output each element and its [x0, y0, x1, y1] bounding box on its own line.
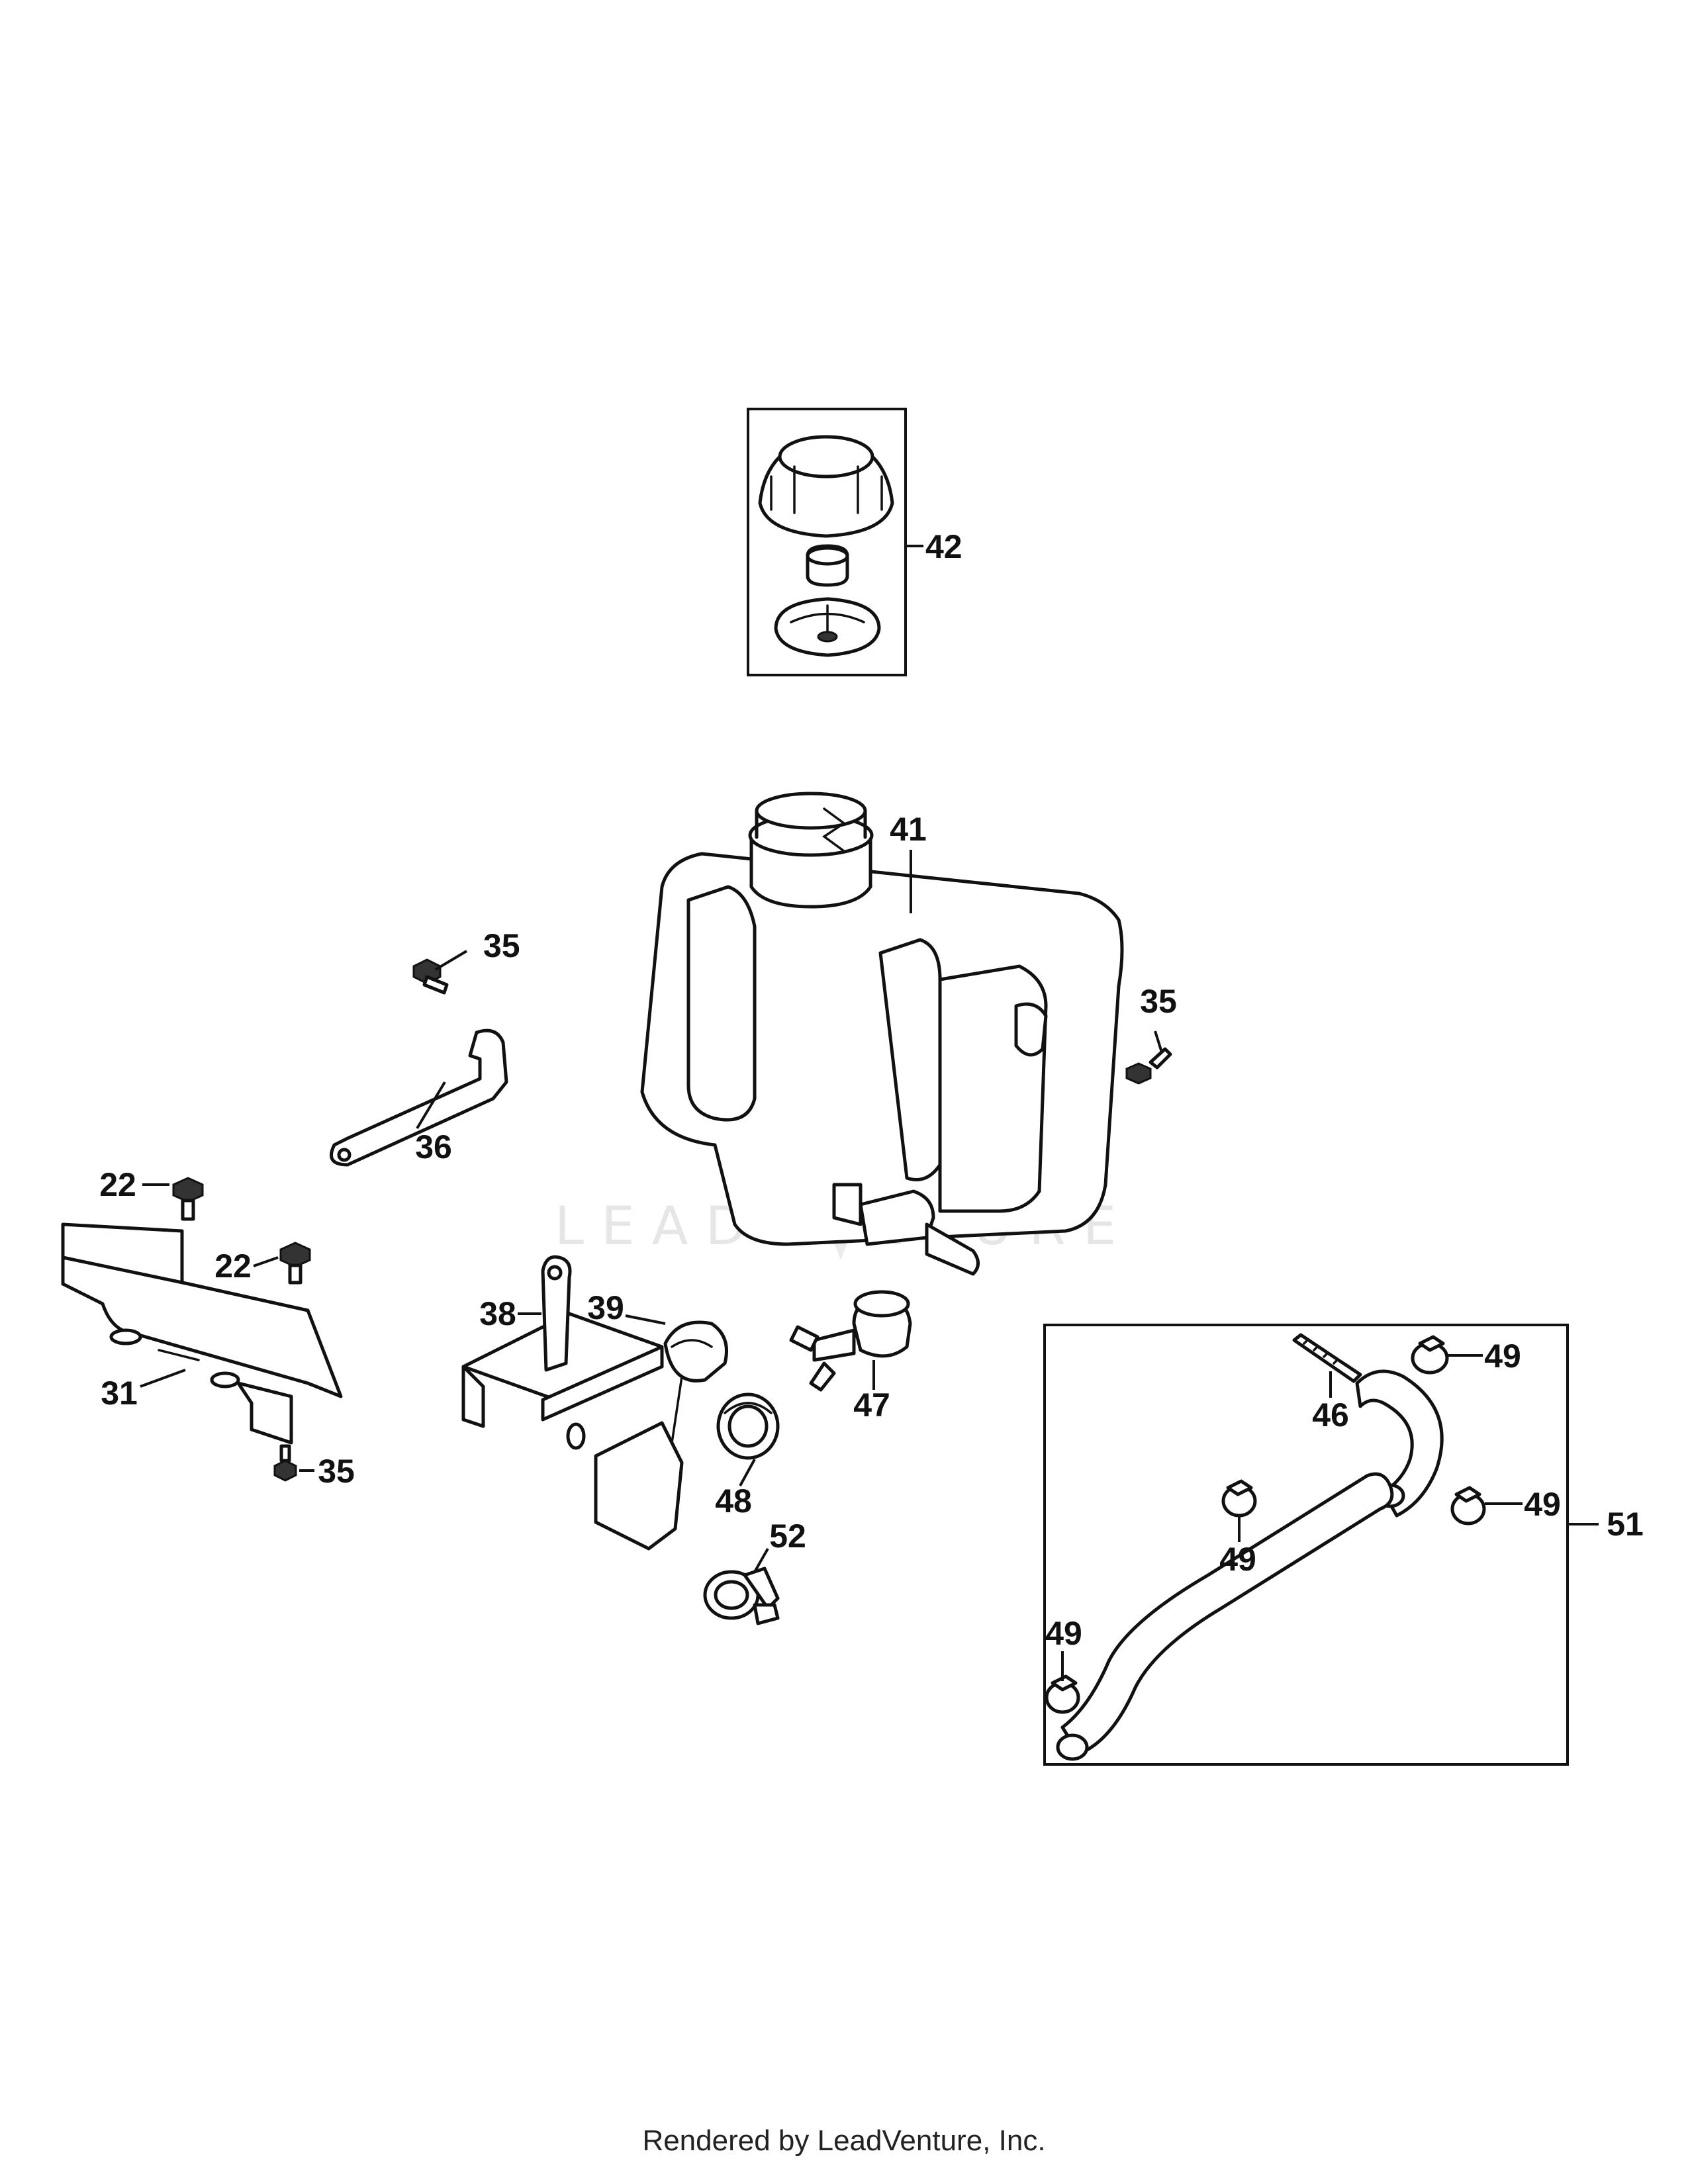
- part-47-shutoff-valve[interactable]: [789, 1290, 912, 1392]
- leader-39: [625, 1314, 666, 1325]
- part-39-fuel-clip[interactable]: [625, 1314, 728, 1444]
- part-35-bolt-right[interactable]: [1125, 1030, 1172, 1085]
- callout-48[interactable]: 48: [715, 1482, 752, 1520]
- part-46-fuel-filter: [1292, 1333, 1362, 1398]
- part-52-hose-clamp[interactable]: [703, 1548, 780, 1625]
- part-48-grommet[interactable]: [716, 1392, 780, 1486]
- leader-35a: [434, 950, 468, 971]
- clamp-49-top: [1411, 1335, 1483, 1375]
- leader-48: [739, 1459, 756, 1486]
- part-31-heat-shield[interactable]: [61, 1222, 343, 1445]
- callout-22-lower[interactable]: 22: [214, 1248, 252, 1285]
- clamp-49-mid: [1221, 1479, 1257, 1542]
- clamp-49-bottom: [1045, 1651, 1080, 1714]
- part-51-fuel-line-kit[interactable]: [1043, 1324, 1599, 1766]
- callout-22-upper[interactable]: 22: [99, 1166, 136, 1203]
- callout-49-bottom[interactable]: 49: [1045, 1615, 1082, 1652]
- part-22-bolt-lower[interactable]: [253, 1242, 311, 1285]
- callout-47[interactable]: 47: [853, 1387, 890, 1424]
- render-credit: Rendered by LeadVenture, Inc.: [642, 2124, 1046, 2157]
- callout-38[interactable]: 38: [479, 1295, 516, 1332]
- part-35-bolt-upper[interactable]: [412, 950, 468, 995]
- part-35-bolt-lower[interactable]: [273, 1444, 314, 1482]
- callout-41[interactable]: 41: [890, 811, 927, 848]
- part-22-bolt-upper[interactable]: [142, 1177, 204, 1221]
- callout-49-mid[interactable]: 49: [1219, 1541, 1256, 1578]
- callout-35-lower[interactable]: 35: [318, 1453, 355, 1490]
- callout-46[interactable]: 46: [1312, 1396, 1349, 1433]
- part-36-tank-bracket[interactable]: [330, 1028, 508, 1167]
- callout-39[interactable]: 39: [587, 1289, 624, 1326]
- part-42-fuel-cap-kit[interactable]: [747, 408, 923, 676]
- cap-gasket: [806, 544, 849, 587]
- clamp-49-right: [1450, 1486, 1523, 1525]
- callout-52[interactable]: 52: [769, 1518, 806, 1555]
- callout-51[interactable]: 51: [1607, 1506, 1644, 1543]
- part-38-mounting-bracket[interactable]: [461, 1255, 684, 1551]
- callout-42[interactable]: 42: [925, 528, 962, 565]
- callout-35-upper[interactable]: 35: [483, 927, 520, 964]
- part-51-frame: [1043, 1324, 1569, 1766]
- leader-22b: [253, 1256, 279, 1267]
- leader-31: [140, 1369, 186, 1388]
- callout-35-right[interactable]: 35: [1140, 983, 1177, 1020]
- part-42-frame: [747, 408, 907, 676]
- callout-49-top[interactable]: 49: [1484, 1338, 1521, 1375]
- leader-36: [416, 1081, 446, 1130]
- fuel-cap: [758, 435, 894, 538]
- callout-49-right[interactable]: 49: [1524, 1486, 1561, 1523]
- part-41-fuel-tank[interactable]: [640, 792, 1124, 1276]
- callout-labels: 42 41 35 36 35 22 22 31 35 38 39 47 48 5…: [99, 528, 1644, 1652]
- callout-31[interactable]: 31: [101, 1375, 138, 1412]
- callout-36[interactable]: 36: [415, 1128, 452, 1165]
- leader-35b: [1154, 1030, 1163, 1053]
- leader-52: [753, 1548, 769, 1572]
- cap-vent-plate: [774, 597, 881, 657]
